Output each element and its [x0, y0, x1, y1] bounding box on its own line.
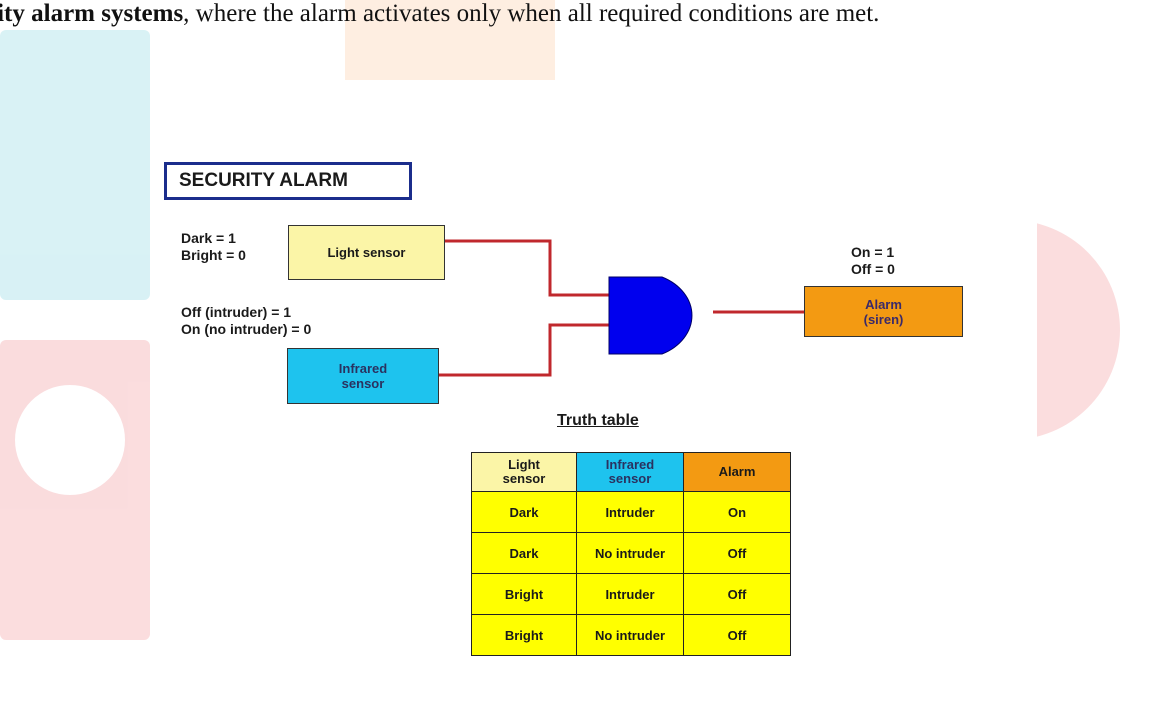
alarm-label-line-2: (siren) — [863, 311, 904, 327]
cell-alarm: Off — [683, 573, 791, 615]
wiring-diagram — [439, 239, 804, 377]
header-text-line: rity alarm systems, where the alarm acti… — [0, 0, 1173, 34]
cell-infrared: No intruder — [576, 614, 684, 656]
header-infrared-line-1: Infrared — [605, 457, 655, 472]
cell-light: Dark — [471, 491, 577, 533]
infrared-state-off: Off (intruder) = 1 — [181, 304, 292, 320]
truth-table-title: Truth table — [557, 412, 639, 429]
light-sensor-box: Light sensor — [288, 225, 445, 280]
alarm-state-off: Off = 0 — [851, 261, 895, 277]
alarm-state-on: On = 1 — [851, 244, 895, 260]
cell-alarm: Off — [683, 614, 791, 656]
cell-light: Bright — [471, 614, 577, 656]
infrared-label-line-2: sensor — [341, 376, 385, 391]
infrared-sensor-box: Infrared sensor — [287, 348, 439, 404]
wire-infrared-to-gate — [439, 323, 609, 377]
header-alarm: Alarm — [683, 452, 791, 492]
diagram-title: SECURITY ALARM — [164, 162, 412, 200]
truth-table-header-row: Light sensor Infrared sensor Alarm — [471, 452, 791, 492]
table-row: Dark No intruder Off — [471, 532, 791, 574]
table-row: Bright Intruder Off — [471, 573, 791, 615]
header-light-line-1: Light — [508, 457, 540, 472]
cell-light: Dark — [471, 532, 577, 574]
and-gate-icon — [608, 276, 693, 355]
header-infrared-sensor: Infrared sensor — [576, 452, 684, 492]
infrared-label-line-1: Infrared — [338, 361, 388, 376]
diagram-slide: SECURITY ALARM Dark = 1 Bright = 0 Light… — [157, 94, 1037, 688]
cell-alarm: On — [683, 491, 791, 533]
table-row: Dark Intruder On — [471, 491, 791, 533]
infrared-state-on: On (no intruder) = 0 — [181, 321, 312, 337]
alarm-siren-box: Alarm (siren) — [804, 286, 963, 337]
header-bold-text: rity alarm systems — [0, 0, 184, 27]
alarm-label-line-1: Alarm — [865, 296, 902, 312]
light-sensor-state-bright: Bright = 0 — [181, 247, 246, 263]
cell-alarm: Off — [683, 532, 791, 574]
header-light-line-2: sensor — [502, 471, 546, 486]
cell-infrared: No intruder — [576, 532, 684, 574]
header-light-sensor: Light sensor — [471, 452, 577, 492]
header-rest-text: , where the alarm activates only when al… — [183, 0, 880, 27]
table-row: Bright No intruder Off — [471, 614, 791, 656]
light-sensor-state-dark: Dark = 1 — [181, 230, 236, 246]
cell-infrared: Intruder — [576, 491, 684, 533]
cell-infrared: Intruder — [576, 573, 684, 615]
wire-light-to-gate — [445, 239, 609, 297]
truth-table: Light sensor Infrared sensor Alarm Dark … — [471, 452, 791, 656]
cell-light: Bright — [471, 573, 577, 615]
header-infrared-line-2: sensor — [608, 471, 652, 486]
